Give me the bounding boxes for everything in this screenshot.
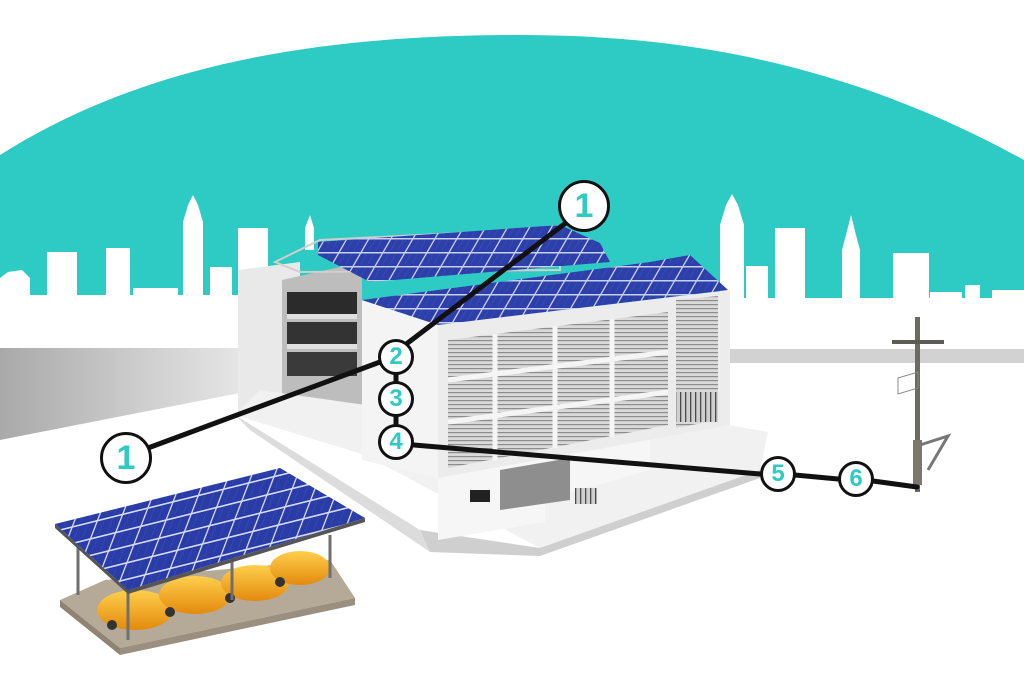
- callout-1-carport-solar: 1: [100, 432, 152, 484]
- carport-solar-panels: [55, 468, 365, 590]
- line-4-to-5: [411, 442, 763, 477]
- callout-4: 4: [378, 424, 414, 460]
- callout-2: 2: [378, 339, 414, 375]
- solar-carport: [55, 468, 365, 655]
- line-5-to-6: [792, 472, 841, 482]
- connector-lines: [145, 219, 920, 490]
- cars: [97, 551, 330, 630]
- horizon-band-left: [0, 348, 245, 440]
- callout-5: 5: [760, 456, 796, 492]
- callout-6-utility-grid: 6: [838, 461, 874, 497]
- rooftop-solar-panels-back: [318, 225, 610, 282]
- car: [159, 576, 231, 614]
- office-building: [362, 290, 730, 540]
- car: [270, 551, 330, 585]
- line-rooftop-to-2: [402, 219, 570, 348]
- callout-3: 3: [378, 381, 414, 417]
- back-building: [238, 226, 561, 425]
- line-6-to-pole: [870, 478, 920, 490]
- horizon-band-right: [728, 349, 1024, 363]
- callout-1-rooftop-solar: 1: [558, 180, 610, 232]
- utility-pole: [892, 317, 952, 492]
- car: [97, 590, 173, 630]
- line-carport-to-2: [145, 359, 383, 451]
